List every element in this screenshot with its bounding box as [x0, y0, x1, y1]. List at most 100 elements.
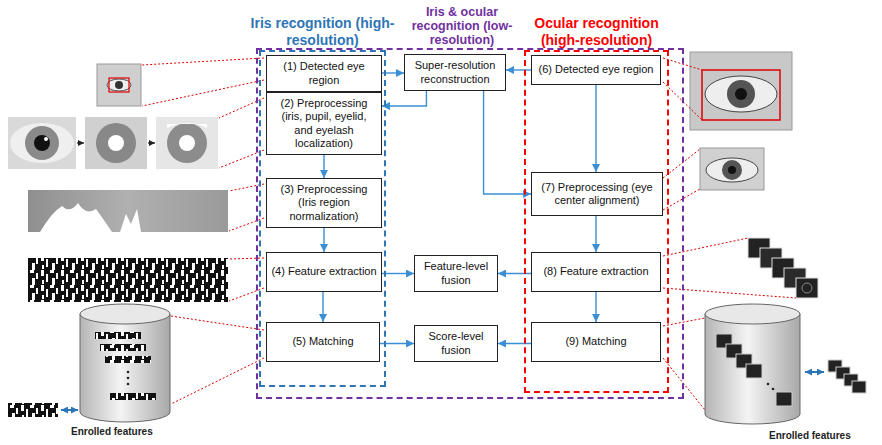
pupil-mask	[179, 135, 195, 151]
iris-disc	[167, 123, 207, 163]
database-cylinder	[705, 314, 800, 424]
ellipsis-dot	[772, 388, 775, 391]
leader-lines	[142, 58, 796, 410]
database-cylinder	[80, 314, 170, 422]
leader-line	[663, 318, 705, 326]
eye-shape	[706, 158, 758, 182]
box-label: (5) Matching	[292, 335, 353, 348]
box-label: (3) Preprocessing (Iris region normaliza…	[271, 183, 377, 223]
caption-label: Enrolled features	[768, 430, 852, 441]
flow-arrow	[595, 216, 596, 252]
region-heading: Iris recognition (high-resolution)	[248, 15, 398, 49]
feature-blob	[802, 283, 812, 293]
stored-code	[100, 344, 146, 351]
feature-map	[796, 278, 818, 298]
step-arrow	[148, 142, 155, 143]
flow-arrow	[595, 85, 596, 172]
pupil-disc	[728, 166, 736, 174]
iris-disc	[722, 160, 742, 180]
box-label: (4) Feature extraction	[271, 265, 376, 278]
probe-map	[852, 381, 866, 393]
iris-disc	[25, 126, 59, 160]
stored-map	[776, 392, 792, 406]
process-box: Super-resolution reconstruction	[404, 54, 506, 91]
eye-shape	[10, 123, 74, 163]
leader-line	[142, 80, 264, 106]
eyelid-mask	[167, 123, 207, 128]
probe-code	[8, 403, 58, 417]
ellipsis-dot	[127, 377, 130, 380]
process-box: (3) Preprocessing (Iris region normaliza…	[266, 178, 382, 228]
occlusion-mask	[40, 203, 112, 232]
stored-code	[110, 393, 156, 400]
leader-line	[142, 58, 264, 65]
detection-box	[702, 70, 780, 120]
ellipsis-dot	[127, 371, 130, 374]
ellipsis-dot	[127, 383, 130, 386]
flow-arrow	[322, 292, 323, 322]
iris-photo	[85, 117, 147, 169]
iris-dot	[115, 81, 123, 89]
database-top	[80, 304, 170, 324]
flow-arrow	[498, 343, 531, 344]
caption-label: Enrolled features	[70, 426, 154, 437]
process-box: (5) Matching	[266, 322, 380, 362]
eyelash-mask	[120, 209, 141, 232]
stored-code	[95, 332, 141, 339]
iris-code	[28, 258, 228, 302]
process-box: (7) Preprocessing (eye center alignment)	[531, 172, 663, 216]
database-top	[705, 304, 800, 324]
ellipsis-dot	[767, 383, 770, 386]
box-label: Score-level fusion	[419, 330, 493, 356]
region-box: Ocular recognition (high-resolution)(6) …	[524, 50, 669, 393]
flow-arrow	[323, 155, 324, 178]
process-box: (6) Detected eye region	[531, 55, 661, 85]
box-label: (2) Preprocessing (iris, pupil, eyelid, …	[271, 97, 377, 150]
flow-arrow	[382, 273, 414, 274]
eye-highlight	[44, 137, 48, 141]
box-label: (6) Detected eye region	[539, 63, 654, 76]
stored-code	[105, 356, 151, 363]
box-label: Feature-level fusion	[419, 260, 493, 286]
process-box: (1) Detected eye region	[266, 55, 382, 92]
flow-arrow	[498, 273, 531, 274]
iris-disc	[727, 80, 755, 108]
eye-thumbnail	[97, 64, 141, 106]
process-box: (2) Preprocessing (iris, pupil, eyelid, …	[266, 92, 382, 155]
pupil-disc	[34, 135, 50, 151]
compare-arrow	[805, 371, 824, 373]
iris-photo	[156, 117, 218, 169]
leader-line	[663, 358, 705, 410]
box-label: (9) Matching	[565, 335, 626, 348]
leader-line	[171, 316, 264, 330]
pupil-disc	[735, 88, 747, 100]
eye-shape	[107, 79, 131, 91]
stored-map	[746, 364, 762, 378]
box-label: (8) Feature extraction	[543, 265, 648, 278]
eye-photo	[8, 117, 76, 169]
box-label: (1) Detected eye region	[271, 60, 377, 86]
process-box: (8) Feature extraction	[531, 252, 661, 292]
pupil-mask	[108, 135, 124, 151]
eye-photo	[690, 52, 792, 130]
flow-arrow	[323, 228, 324, 252]
flow-arrow	[382, 91, 426, 106]
region-box: Iris & ocular recognition (low-resolutio…	[256, 48, 684, 399]
iris-disc	[96, 123, 136, 163]
eye-crop	[700, 148, 764, 190]
region-box: Iris recognition (high-resolution)(1) De…	[259, 50, 386, 387]
box-label: (7) Preprocessing (eye center alignment)	[536, 181, 658, 207]
leader-line	[171, 358, 264, 404]
eye-shape	[705, 76, 777, 112]
step-arrow	[77, 142, 84, 143]
flow-arrow	[595, 292, 596, 322]
process-box: (9) Matching	[531, 322, 661, 362]
process-box: Feature-level fusion	[414, 255, 498, 292]
region-heading: Ocular recognition (high-resolution)	[519, 15, 675, 49]
process-box: (4) Feature extraction	[266, 252, 382, 292]
leader-line	[663, 238, 748, 256]
normalized-iris	[28, 190, 228, 232]
compare-arrow	[61, 409, 78, 411]
process-box: Score-level fusion	[414, 325, 498, 362]
